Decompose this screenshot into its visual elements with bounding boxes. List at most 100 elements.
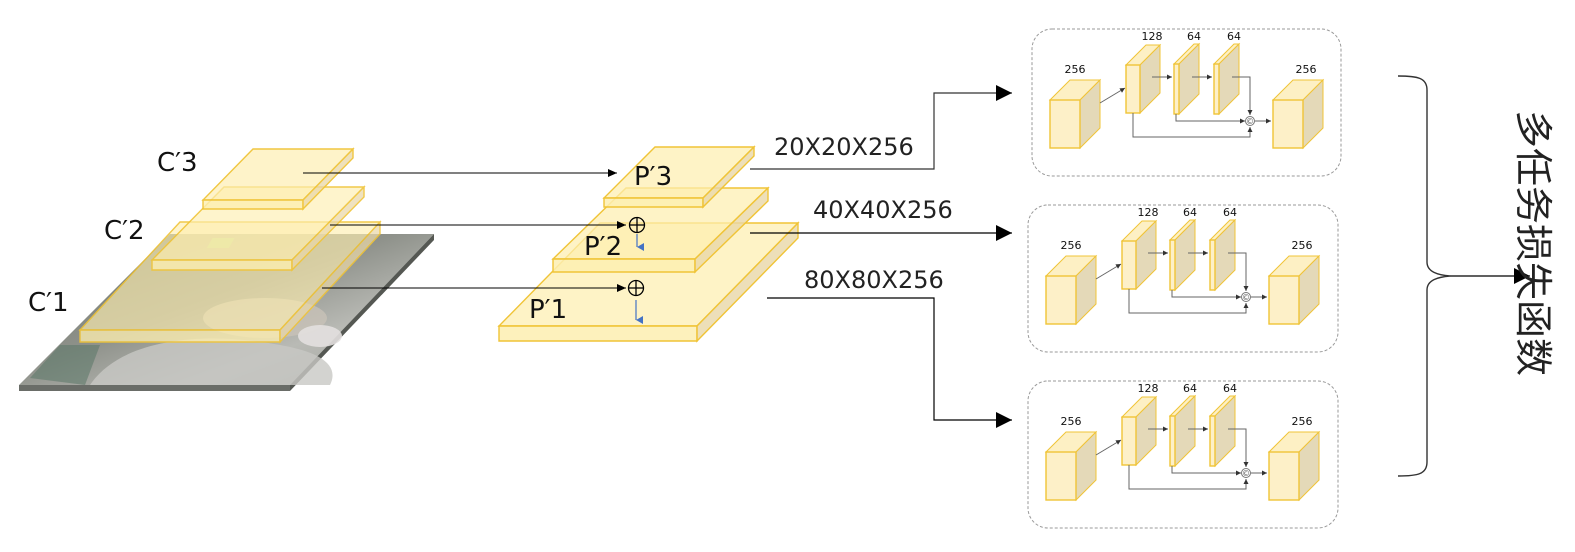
backbone-layers: [78, 147, 382, 344]
connector: [1175, 114, 1245, 124]
block-front: [1169, 239, 1176, 291]
conv-block-64a: [1168, 394, 1197, 468]
connector: [1095, 263, 1122, 280]
channel-label-branch-3: 64: [1223, 382, 1237, 395]
output-block-256: [1271, 78, 1325, 150]
block-front: [1173, 63, 1180, 115]
conv-block-64b: [1212, 42, 1241, 116]
channel-label-branch-1: 128: [1142, 30, 1163, 43]
input-block-256: [1044, 430, 1098, 502]
head-2: © 256 128 64 64 256: [1027, 204, 1339, 353]
block-front: [1213, 63, 1220, 115]
head-container: [1027, 380, 1339, 529]
conv-block-64b: [1208, 394, 1237, 468]
channel-label-input: 256: [1065, 63, 1086, 76]
connector: [1232, 76, 1253, 115]
channel-label-branch-1: 128: [1138, 206, 1159, 219]
output-connector-p1: [767, 297, 1012, 428]
channel-label-branch-3: 64: [1227, 30, 1241, 43]
concat-symbol: ©: [1246, 117, 1254, 126]
head-3: © 256 128 64 64 256: [1027, 380, 1339, 529]
person-mask: [298, 325, 342, 347]
pyramid-layer-p2: [551, 186, 770, 274]
layer-front-face: [552, 258, 696, 273]
label-p1: P′1: [529, 295, 567, 325]
block-front: [1209, 415, 1216, 467]
head-container: [1031, 28, 1342, 177]
channel-label-branch-2: 64: [1183, 206, 1197, 219]
input-image-side-edge: [290, 234, 434, 391]
block-side: [1214, 394, 1236, 468]
block-front: [1045, 275, 1077, 325]
aggregation-brace: [1397, 75, 1451, 477]
channel-label-branch-3: 64: [1223, 206, 1237, 219]
block-front: [1121, 416, 1137, 466]
conv-block-128: [1120, 219, 1158, 291]
output-connector-p3: [750, 85, 1012, 170]
label-c1: C′1: [28, 288, 69, 318]
person-body: [90, 338, 333, 385]
layer-front-face: [498, 325, 698, 342]
pyramid-layer-p1: [497, 221, 800, 343]
channel-label-branch-2: 64: [1183, 382, 1197, 395]
concat-icon: [1241, 292, 1251, 302]
connector: [1132, 113, 1253, 138]
layer-side-face: [696, 221, 799, 343]
connector: [1228, 428, 1249, 467]
merge-node-p1: [627, 279, 645, 324]
output-block-256: [1267, 430, 1321, 502]
multi-task-loss-label: 多任务损失函数: [1511, 110, 1555, 376]
block-side: [1214, 218, 1236, 292]
input-image-front-edge: [19, 385, 290, 391]
backbone-layer-c2: [150, 185, 366, 272]
concat-symbol: ©: [1242, 293, 1250, 302]
label-c3: C′3: [157, 148, 198, 178]
layer-side-face: [279, 220, 381, 344]
input-block-256: [1044, 254, 1098, 326]
label-p3: P′3: [634, 162, 672, 192]
connector: [1095, 439, 1122, 456]
input-block-256: [1048, 78, 1102, 150]
channel-label-output: 256: [1292, 415, 1313, 428]
layer-side-face: [302, 147, 354, 211]
block-side: [1218, 42, 1240, 116]
block-front: [1268, 275, 1300, 325]
concat-symbol: ©: [1242, 469, 1250, 478]
background-screens: [30, 345, 100, 385]
connector: [1099, 87, 1126, 104]
output-shape-label-p1: 80X80X256: [804, 266, 944, 294]
layer-front-face: [202, 199, 304, 210]
label-c2: C′2: [104, 216, 145, 246]
conv-block-64a: [1168, 218, 1197, 292]
connector: [1171, 466, 1241, 476]
connector: [1228, 252, 1249, 291]
channel-label-input: 256: [1061, 415, 1082, 428]
output-block-256: [1267, 254, 1321, 326]
channel-label-output: 256: [1292, 239, 1313, 252]
block-front: [1169, 415, 1176, 467]
output-shape-label-p2: 40X40X256: [813, 196, 953, 224]
conv-block-128: [1124, 43, 1162, 115]
pyramid-layers: [497, 145, 800, 343]
concat-icon: [1241, 468, 1251, 478]
head-container: [1027, 204, 1339, 353]
block-front: [1125, 64, 1141, 114]
backbone-layer-c3: [201, 147, 355, 211]
merge-node-p2: [628, 216, 646, 251]
channel-label-input: 256: [1061, 239, 1082, 252]
layer-front-face: [603, 197, 704, 208]
block-front: [1045, 451, 1077, 501]
connector: [1128, 289, 1249, 314]
layer-side-face: [702, 145, 755, 209]
conv-block-128: [1120, 395, 1158, 467]
layer-side-face: [291, 185, 365, 272]
connector: [1171, 290, 1241, 300]
channel-label-branch-1: 128: [1138, 382, 1159, 395]
block-side: [1174, 394, 1196, 468]
conv-block-64b: [1208, 218, 1237, 292]
output-shape-label-p3: 20X20X256: [774, 133, 914, 161]
label-p2: P′2: [584, 232, 622, 262]
block-front: [1209, 239, 1216, 291]
